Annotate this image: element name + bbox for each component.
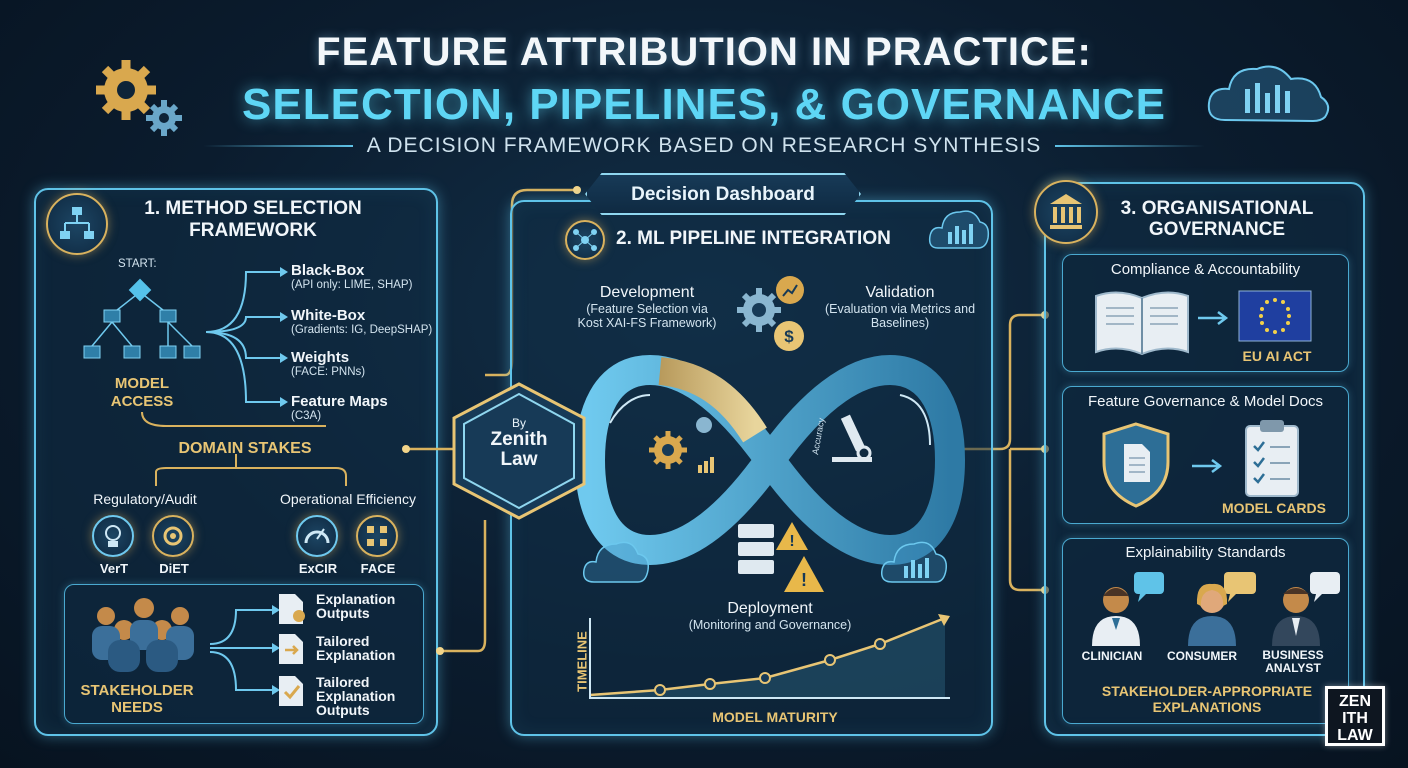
- decision-dashboard-title: Decision Dashboard: [585, 173, 861, 215]
- method-selection-title: 1. METHOD SELECTION FRAMEWORK: [144, 198, 362, 241]
- timeline-axis: TIMELINE: [548, 622, 608, 712]
- access-option-black-box: Black-Box (API only: LIME, SHAP): [291, 262, 413, 291]
- arrow-right-icon: [1192, 459, 1223, 473]
- output-arrows: [209, 605, 280, 695]
- stakeholder-needs-label: STAKEHOLDER NEEDS: [80, 682, 194, 716]
- document-check-icon: [279, 676, 303, 706]
- gear-coin-icon: $: [737, 276, 804, 351]
- regulatory-audit-label: Regulatory/Audit: [93, 491, 197, 507]
- access-option-white-box: White-Box (Gradients: IG, DeepSHAP): [291, 307, 433, 336]
- explainability-title: Explainability Standards: [1125, 544, 1286, 561]
- method-vert: VerT: [99, 561, 129, 576]
- excir-icon: [296, 515, 338, 557]
- consumer-icon: [1188, 572, 1256, 646]
- institution-icon: [1034, 180, 1098, 244]
- svg-text:$: $: [784, 327, 794, 346]
- feature-governance-title: Feature Governance & Model Docs: [1087, 393, 1324, 410]
- start-label: START:: [118, 258, 157, 270]
- output-tailored-outputs: Tailored Explanation Outputs: [316, 674, 396, 718]
- eu-flag-icon: [1238, 290, 1312, 342]
- method-diet: DiET: [159, 561, 189, 576]
- cloud-chart-icon: [928, 210, 990, 249]
- model-cards-label: MODEL CARDS: [1222, 500, 1326, 516]
- face-icon: [356, 515, 398, 557]
- stakeholder-group-icon: [92, 598, 194, 672]
- role-business-analyst: BUSINESS ANALYST: [1262, 648, 1324, 675]
- model-maturity-label: MODEL MATURITY: [712, 709, 838, 725]
- cloud-right-icon: [880, 541, 948, 583]
- access-branch-lines: [205, 267, 288, 407]
- eu-ai-act-label: EU AI ACT: [1242, 348, 1312, 364]
- cloud-icon: [1207, 65, 1330, 123]
- zenith-badge-text: By Zenith Law: [490, 416, 548, 470]
- server-warning-icon: ! !: [738, 522, 824, 592]
- clinician-icon: [1092, 572, 1164, 646]
- method-face: FACE: [360, 561, 396, 576]
- pipeline-title: 2. ML PIPELINE INTEGRATION: [616, 228, 891, 249]
- zenith-badge: [452, 382, 586, 520]
- hierarchy-icon: [46, 193, 108, 255]
- operational-efficiency-label: Operational Efficiency: [280, 491, 416, 507]
- infinity-loop-diagram: Accuracy: [575, 355, 965, 565]
- development-stage: Development (Feature Selection via Kost …: [577, 284, 717, 330]
- method-excir: ExCIR: [298, 561, 338, 576]
- access-option-feature-maps: Feature Maps (C3A): [291, 393, 388, 422]
- svg-text:!: !: [789, 533, 794, 550]
- decision-tree-icon: [83, 278, 201, 359]
- output-tailored-explanation: Tailored Explanation: [316, 633, 396, 663]
- clipboard-checklist-icon: [1245, 420, 1299, 497]
- page-title: FEATURE ATTRIBUTION IN PRACTICE:: [316, 30, 1092, 74]
- svg-text:!: !: [801, 570, 807, 590]
- model-access-label: MODEL ACCESS: [110, 375, 174, 410]
- stakeholder-explanations-label: STAKEHOLDER-APPROPRIATE EXPLANATIONS: [1101, 683, 1313, 715]
- book-icon: [1095, 291, 1189, 356]
- cloud-left-icon: [582, 541, 650, 583]
- role-consumer: CONSUMER: [1166, 649, 1237, 663]
- shield-document-icon: [1102, 422, 1170, 508]
- page-title-line2: SELECTION, PIPELINES, & GOVERNANCE: [242, 80, 1166, 129]
- deployment-stage: Deployment (Monitoring and Governance): [688, 600, 852, 632]
- compliance-title: Compliance & Accountability: [1110, 261, 1301, 278]
- business-analyst-icon: [1272, 572, 1340, 646]
- domain-stakes-lines: [141, 411, 347, 486]
- validation-stage: Validation (Evaluation via Metrics and B…: [824, 284, 976, 330]
- timeline-label: TIMELINE: [574, 631, 590, 692]
- output-explanation: Explanation Outputs: [316, 591, 396, 621]
- network-icon: [565, 220, 605, 260]
- diet-icon: [152, 515, 194, 557]
- role-clinician: CLINICIAN: [1081, 649, 1143, 663]
- vert-icon: [92, 515, 134, 557]
- domain-stakes-label: DOMAIN STAKES: [178, 440, 312, 457]
- page-subtitle: A DECISION FRAMEWORK BASED ON RESEARCH S…: [0, 134, 1408, 158]
- document-gear-icon: [279, 594, 305, 624]
- document-arrow-icon: [279, 634, 303, 664]
- arrow-right-icon: [1198, 311, 1229, 325]
- governance-title: 3. ORGANISATIONAL GOVERNANCE: [1120, 198, 1314, 240]
- gears-icon: [96, 60, 182, 136]
- access-option-weights: Weights (FACE: PNNs): [291, 349, 366, 378]
- maturity-chart: [589, 614, 950, 699]
- zenith-law-logo: ZEN ITH LAW: [1325, 686, 1385, 746]
